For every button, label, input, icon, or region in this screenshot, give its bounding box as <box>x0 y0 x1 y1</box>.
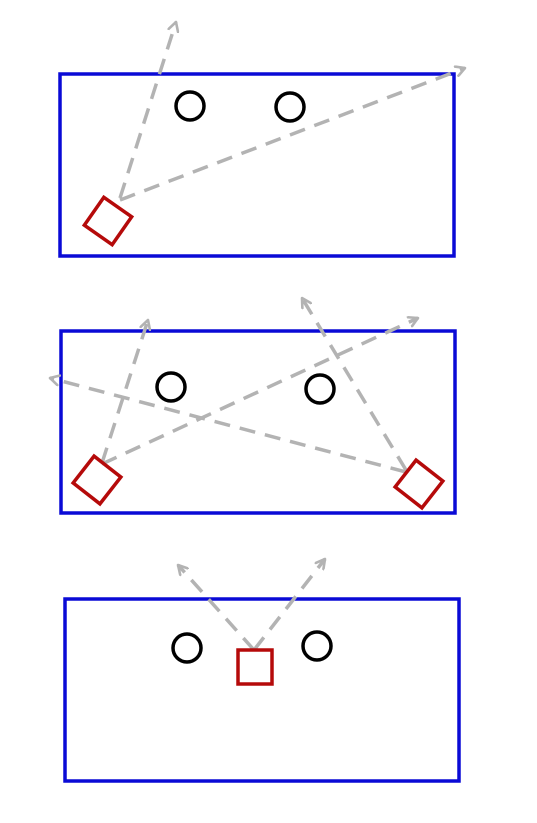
panel-2-right-ray-up <box>300 298 408 471</box>
panel-3-circle-right <box>301 630 333 662</box>
panel-3-marker <box>236 648 274 686</box>
panel-2-circle-left <box>155 371 187 403</box>
panel-1-circle-left <box>174 90 206 122</box>
panel-2-circle-right <box>304 373 336 405</box>
panel-2-right-ray-left <box>50 378 407 474</box>
panel-2-left-ray-up <box>100 320 148 464</box>
panel-1-ray-right <box>119 68 465 202</box>
panel-2 <box>50 298 457 515</box>
panel-2-frame <box>59 329 457 515</box>
panel-3-ray-left <box>176 565 256 652</box>
panel-3-ray-right <box>252 559 327 652</box>
panel-1-ray-up <box>118 22 176 199</box>
panel-1-marker <box>81 194 135 248</box>
panel-3-circle-left <box>171 632 203 664</box>
panel-3 <box>63 559 461 783</box>
panel-3-frame <box>63 597 461 783</box>
panel-2-left-ray-right <box>101 318 418 466</box>
panel-2-marker-right <box>392 457 446 511</box>
panel-2-marker-left <box>70 453 124 507</box>
panel-1 <box>58 22 465 258</box>
panel-1-circle-right <box>274 91 306 123</box>
panel-1-frame <box>58 72 456 258</box>
